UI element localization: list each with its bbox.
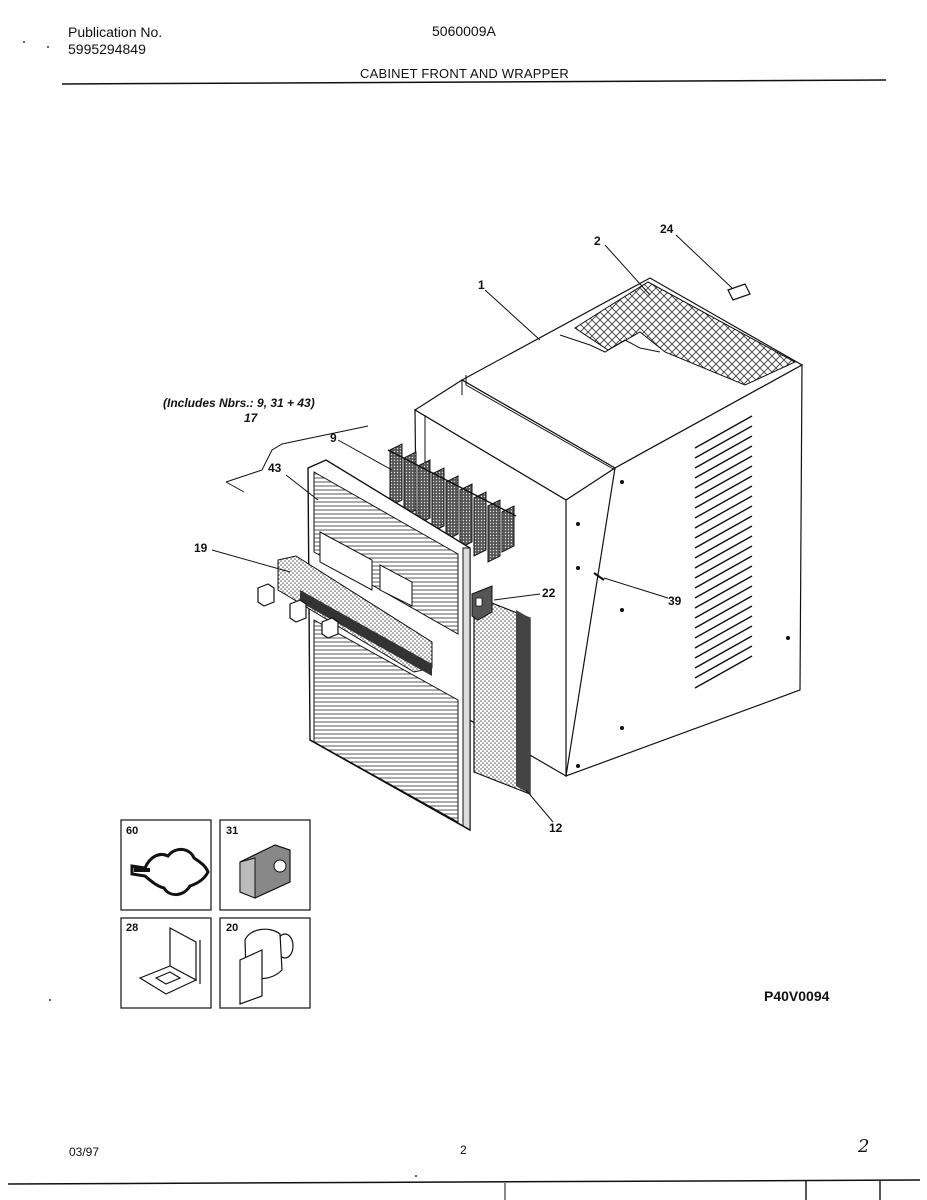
handwritten-mark: 2 bbox=[858, 1136, 870, 1157]
inset-label-31: 31 bbox=[226, 825, 239, 837]
inset-label-60: 60 bbox=[126, 825, 139, 837]
publication-label: Publication No. bbox=[68, 24, 163, 40]
part-22-latch bbox=[471, 585, 493, 621]
publication-number: 5995294849 bbox=[68, 41, 146, 57]
callout-1: 1 bbox=[478, 278, 485, 292]
louver-assembly-9 bbox=[387, 443, 517, 563]
footer-date: 03/97 bbox=[69, 1145, 100, 1159]
callout-22: 22 bbox=[542, 586, 556, 600]
inset-boxes bbox=[120, 819, 311, 1009]
part-39-screw bbox=[593, 572, 605, 581]
inset-label-28: 28 bbox=[126, 922, 139, 934]
callout-9: 9 bbox=[330, 431, 337, 445]
model-number: 5060009A bbox=[432, 23, 496, 39]
callout-17: 17 bbox=[244, 411, 258, 425]
header-rule bbox=[61, 79, 887, 85]
inset-label-20: 20 bbox=[226, 922, 239, 934]
bracket-icon bbox=[138, 926, 201, 995]
control-strip-19 bbox=[277, 555, 433, 676]
part-24-plate bbox=[727, 283, 751, 301]
knob-clips bbox=[257, 583, 339, 639]
clip-icon bbox=[239, 844, 291, 899]
air-filter-12 bbox=[473, 595, 531, 795]
page-number: 2 bbox=[460, 1143, 467, 1157]
screw-holes bbox=[576, 480, 790, 768]
callout-17-note: (Includes Nbrs.: 9, 31 + 43) bbox=[163, 396, 315, 410]
knob-icon bbox=[239, 928, 294, 1005]
footer-rule bbox=[7, 1179, 921, 1185]
callout-43: 43 bbox=[268, 461, 282, 475]
gasket-icon bbox=[130, 848, 210, 896]
callout-24: 24 bbox=[660, 222, 674, 236]
leader-lines bbox=[211, 234, 733, 823]
callout-12: 12 bbox=[549, 821, 563, 835]
top-mesh bbox=[559, 281, 797, 386]
figure-code: P40V0094 bbox=[764, 988, 830, 1004]
callout-2: 2 bbox=[594, 234, 601, 248]
side-louvers bbox=[694, 415, 753, 689]
callout-39: 39 bbox=[668, 594, 682, 608]
callout-19: 19 bbox=[194, 541, 208, 555]
page-title: CABINET FRONT AND WRAPPER bbox=[360, 66, 569, 81]
